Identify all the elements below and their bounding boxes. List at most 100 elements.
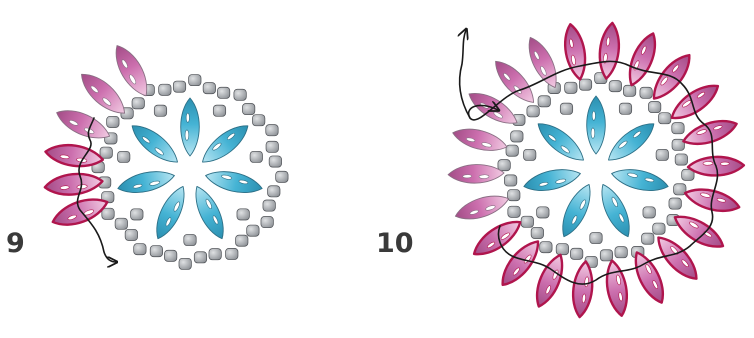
fig9-seed-bead xyxy=(276,171,288,182)
fig10-seed-bead xyxy=(672,123,684,134)
fig10-outer-petal-body xyxy=(450,124,509,156)
fig10-outer-petal xyxy=(450,124,509,156)
fig10-inner-petal xyxy=(587,96,606,154)
fig10-seed-bead xyxy=(675,154,687,165)
fig10-inner-petal xyxy=(603,117,660,168)
fig10-outer-petal-hole xyxy=(720,162,729,166)
fig10-seed-bead xyxy=(653,223,665,234)
fig9-seed-bead xyxy=(266,141,278,152)
fig9-seed-bead xyxy=(194,252,206,263)
fig9-seed-bead xyxy=(131,209,143,220)
fig10-seed-bead xyxy=(560,103,572,114)
fig10-outer-petal xyxy=(561,23,589,81)
fig10-inner-petal-body xyxy=(532,117,589,168)
fig10-seed-bead xyxy=(648,102,660,113)
fig10-seed-bead xyxy=(504,175,516,186)
fig9-seed-bead xyxy=(125,229,137,240)
fig9-inner-petal-body xyxy=(126,119,183,170)
fig9-inner-petal xyxy=(150,182,192,242)
fig10-seed-bead xyxy=(527,106,539,117)
fig9-seed-bead xyxy=(173,81,185,92)
fig10-outer-petal-body xyxy=(561,23,589,81)
fig9-seed-bead xyxy=(236,235,248,246)
fig10-seed-bead xyxy=(642,233,654,244)
fig10-outer-petal xyxy=(448,164,505,184)
fig9-seed-bead xyxy=(134,244,146,255)
fig9-seed-bead xyxy=(213,105,225,116)
fig9-seed-bead xyxy=(115,218,127,229)
fig9-inner-petal-body xyxy=(116,167,177,198)
fig9-inner-petal xyxy=(181,98,200,156)
fig10-outer-petal-body xyxy=(597,22,622,80)
fig10-outer-petal xyxy=(597,22,622,80)
fig10-seed-bead xyxy=(531,227,543,238)
fig10-inner-petal-body xyxy=(556,180,598,240)
fig10-inner-petal-body xyxy=(587,96,606,154)
fig9-inner-petal xyxy=(204,167,265,198)
fig10-outer-petal-body xyxy=(530,251,569,310)
fig10-seed-bead xyxy=(600,250,612,261)
fig10-inner-petal xyxy=(532,117,589,168)
fig9-seed-bead xyxy=(164,250,176,261)
fig9-seed-bead xyxy=(179,258,191,269)
fig10-inner-petal-body xyxy=(595,180,637,240)
fig10-seed-bead xyxy=(623,85,635,96)
fig10-outer-petal xyxy=(452,190,511,225)
fig10-seed-bead xyxy=(609,81,621,92)
fig10-inner-petal xyxy=(522,165,583,196)
fig9-inner-petal-body xyxy=(189,182,231,242)
fig9-seed-bead xyxy=(100,147,112,158)
fig9-seed-bead xyxy=(234,89,246,100)
fig10-seed-bead xyxy=(590,232,602,243)
fig9-inner-petal-hole xyxy=(186,113,189,122)
fig9-seed-bead xyxy=(237,209,249,220)
fig10-seed-bead xyxy=(498,160,510,171)
fig10-seed-bead xyxy=(643,207,655,218)
fig10-inner-petal-hole xyxy=(592,111,595,120)
step-10-figure xyxy=(448,22,744,318)
fig9-inner-petal-body xyxy=(204,167,265,198)
fig9-seed-bead xyxy=(132,98,144,109)
fig9-seed-bead xyxy=(118,151,130,162)
fig9-seed-bead xyxy=(242,104,254,115)
fig9-seed-bead xyxy=(266,125,278,136)
fig10-seed-bead xyxy=(506,145,518,156)
fig10-outer-petal-body xyxy=(603,259,631,317)
fig10-seed-bead xyxy=(537,207,549,218)
fig9-inner-petal-body xyxy=(197,119,254,170)
fig9-seed-bead xyxy=(159,84,171,95)
fig9-seed-bead xyxy=(261,217,273,228)
fig9-seed-bead xyxy=(263,200,275,211)
fig10-inner-petal xyxy=(595,180,637,240)
fig9-seed-bead xyxy=(107,116,119,127)
step-number-10: 10 xyxy=(376,228,414,259)
fig10-outer-petal xyxy=(623,30,662,89)
fig9-seed-bead xyxy=(184,234,196,245)
fig9-seed-bead xyxy=(150,246,162,257)
fig9-outer-petal xyxy=(44,171,104,197)
fig9-seed-bead xyxy=(268,186,280,197)
fig10-outer-petal xyxy=(603,259,631,317)
fig10-seed-bead xyxy=(511,131,523,142)
fig9-inner-petal xyxy=(197,119,254,170)
fig10-outer-petal-body xyxy=(452,190,511,225)
fig9-seed-bead xyxy=(252,115,264,126)
fig10-seed-bead xyxy=(619,103,631,114)
fig9-inner-petal xyxy=(116,167,177,198)
fig9-inner-petal-hole xyxy=(185,130,189,140)
fig10-seed-bead xyxy=(658,113,670,124)
fig10-seed-bead xyxy=(508,190,520,201)
fig10-seed-bead xyxy=(524,149,536,160)
fig9-inner-petal xyxy=(189,182,231,242)
fig10-seed-bead xyxy=(615,247,627,258)
fig10-seed-bead xyxy=(565,82,577,93)
fig10-inner-petal-body xyxy=(610,165,671,196)
step-number-9: 9 xyxy=(6,228,25,259)
fig10-outer-petal-hole xyxy=(703,161,713,165)
fig9-seed-bead xyxy=(226,248,238,259)
fig10-inner-petal-hole xyxy=(591,128,595,138)
fig10-outer-petal-body xyxy=(570,260,595,318)
fig9-inner-petal-body xyxy=(150,182,192,242)
fig10-inner-petal-body xyxy=(522,165,583,196)
